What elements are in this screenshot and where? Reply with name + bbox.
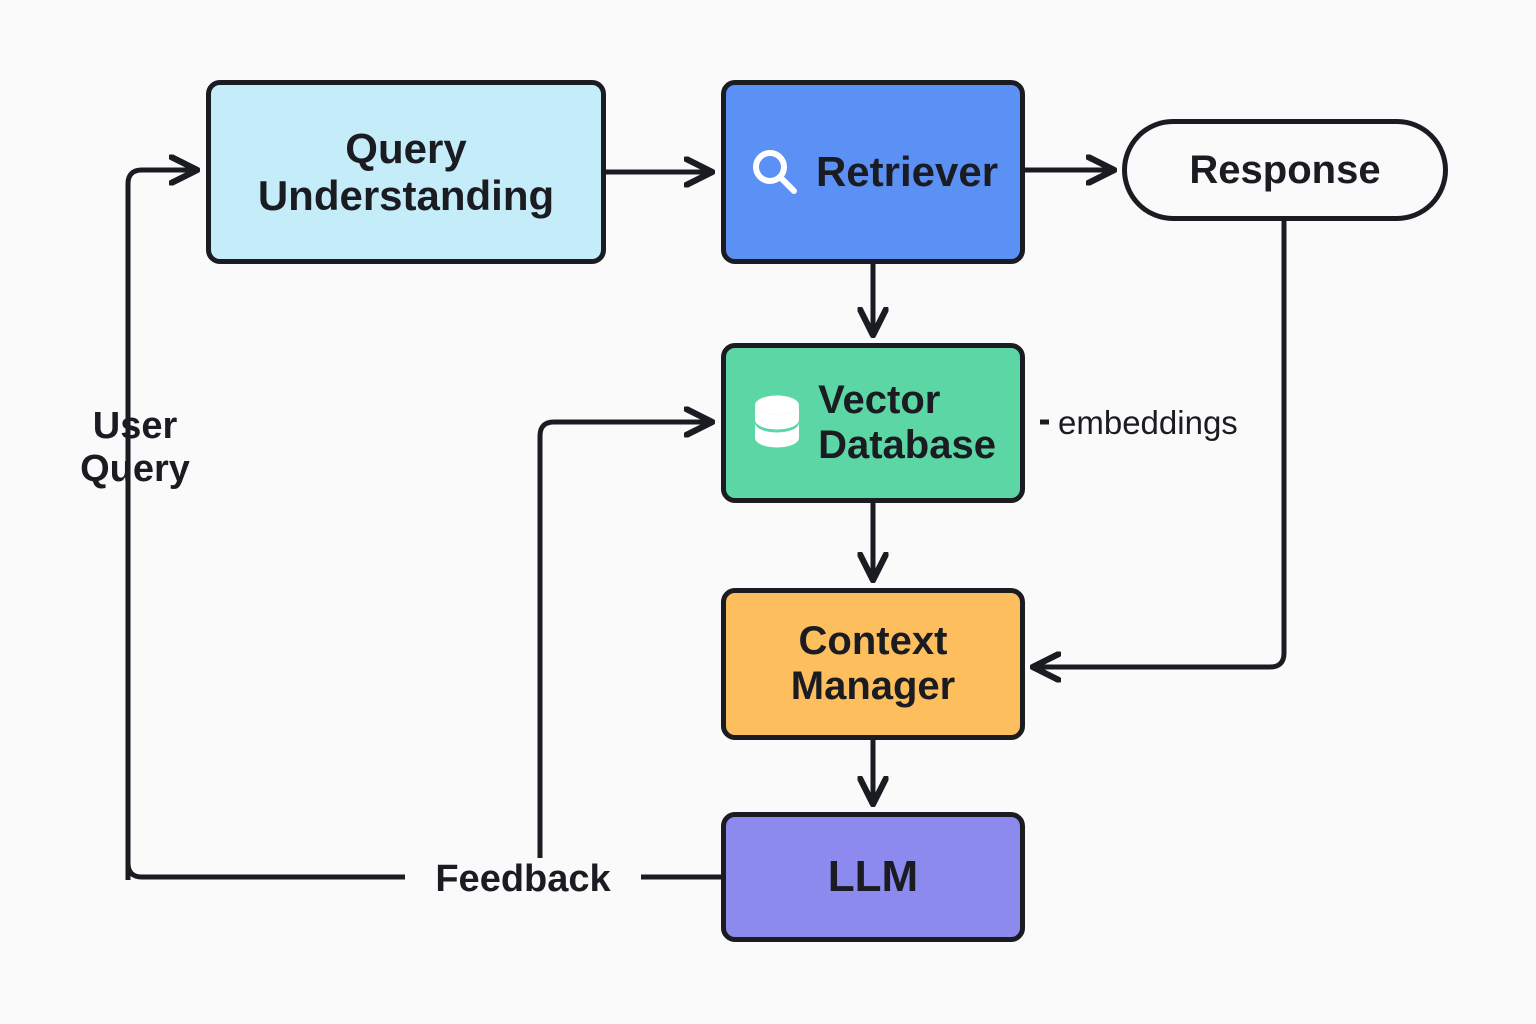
- edge-feedback-to-vector-database: [537, 422, 711, 877]
- edge-label-feedback: Feedback: [410, 858, 636, 901]
- node-context-manager-label: Context Manager: [790, 619, 956, 708]
- node-retriever[interactable]: Retriever: [721, 80, 1025, 264]
- node-retriever-label: Retriever: [815, 148, 999, 196]
- node-query-understanding-label: Query Understanding: [257, 124, 555, 219]
- edge-user-query-to-query-understanding: [125, 170, 196, 880]
- database-icon: [750, 392, 804, 454]
- edge-response-to-context-manager: [1034, 221, 1287, 667]
- edge-label-user-query: User Query: [80, 405, 190, 490]
- node-query-understanding[interactable]: Query Understanding: [206, 80, 606, 264]
- node-response[interactable]: Response: [1122, 119, 1448, 221]
- node-llm-label: LLM: [827, 852, 919, 902]
- node-context-manager[interactable]: Context Manager: [721, 588, 1025, 740]
- node-vector-database[interactable]: Vector Database: [721, 343, 1025, 503]
- node-vector-database-label: Vector Database: [818, 378, 996, 467]
- node-llm[interactable]: LLM: [721, 812, 1025, 942]
- node-response-label: Response: [1189, 147, 1381, 192]
- magnifier-icon: [748, 145, 802, 199]
- edge-label-embeddings: embeddings: [1058, 404, 1238, 441]
- edge-feedback-to-user-query: [125, 862, 405, 880]
